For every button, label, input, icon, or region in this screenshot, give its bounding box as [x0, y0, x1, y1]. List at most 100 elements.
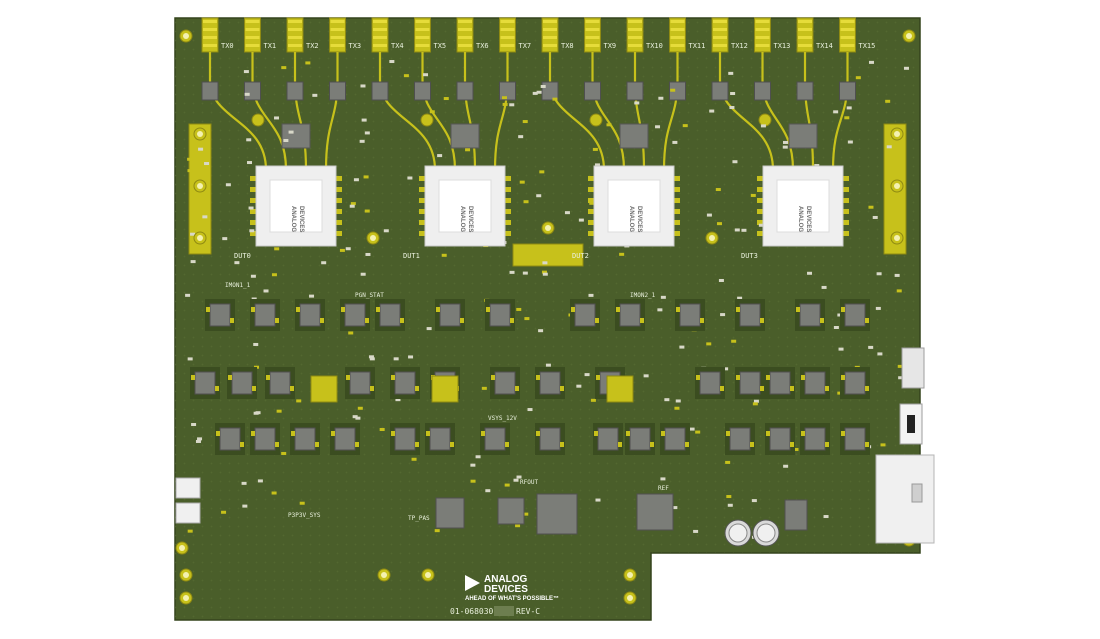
smd-part	[672, 140, 678, 144]
pad	[588, 198, 594, 203]
smd-part	[379, 427, 385, 431]
power-ic	[769, 427, 791, 451]
smd-part	[191, 423, 197, 427]
mounting-hole-center	[425, 572, 431, 578]
tx-port-label: TX6	[476, 42, 489, 50]
mounting-hole-center	[179, 545, 185, 551]
pad	[250, 231, 256, 236]
tx-port-label: TX0	[221, 42, 234, 50]
smd-part	[715, 188, 721, 192]
power-ic-pad	[315, 442, 319, 447]
mounting-hole-center	[197, 235, 203, 241]
pad	[757, 209, 763, 214]
dut-die-lid	[607, 179, 661, 233]
power-ic-pad	[685, 442, 689, 447]
sma-thread	[543, 44, 557, 47]
power-ic-pad	[536, 375, 540, 380]
smd-part	[536, 194, 542, 198]
sma-thread	[245, 36, 260, 39]
smd-part	[253, 342, 259, 346]
power-ic	[379, 303, 401, 327]
smd-part	[877, 352, 883, 356]
pad	[419, 198, 425, 203]
power-ic	[539, 371, 561, 395]
smd-part	[364, 209, 370, 213]
sma-thread	[458, 28, 472, 31]
smd-part	[504, 483, 510, 487]
sma-thread	[755, 28, 770, 31]
sma-thread	[543, 36, 557, 39]
power-ic-pad	[571, 307, 575, 312]
pad	[419, 231, 425, 236]
part-revision: REV-C	[516, 607, 540, 616]
tx-port-label: TX10	[646, 42, 663, 50]
power-ic	[539, 427, 561, 451]
smd-part	[750, 193, 756, 197]
smd-part	[403, 74, 409, 78]
sma-thread	[458, 36, 472, 39]
power-ic-pad	[436, 307, 440, 312]
pad	[419, 209, 425, 214]
power-ic-pad	[391, 431, 395, 436]
smd-part	[522, 120, 528, 124]
power-ic	[429, 427, 451, 451]
smd-part	[187, 169, 193, 173]
smd-part	[872, 215, 878, 219]
power-ic	[664, 427, 686, 451]
smd-part	[345, 247, 351, 251]
smd-part	[187, 357, 193, 361]
smd-part	[395, 398, 401, 402]
power-ic-pad	[596, 375, 600, 380]
smd-part	[868, 345, 874, 349]
mounting-hole-center	[197, 183, 203, 189]
smd-part	[732, 160, 738, 164]
silk-label: P3P3V_SYS	[288, 512, 321, 519]
tx-port-label: TX1	[264, 42, 277, 50]
sma-thread	[713, 28, 727, 31]
power-ic-pad	[736, 307, 740, 312]
smd-part	[670, 88, 676, 92]
mounting-hole-center	[370, 235, 376, 241]
header-connector	[901, 347, 925, 389]
smd-part	[369, 357, 375, 361]
tx-port-label: TX14	[816, 42, 833, 50]
smd-part	[679, 345, 685, 349]
smd-part	[844, 116, 850, 120]
power-ic-pad	[400, 318, 404, 323]
smd-part	[606, 123, 612, 127]
smd-part	[868, 205, 874, 209]
smd-part	[552, 258, 558, 262]
sma-thread	[840, 28, 855, 31]
silk-label: TP_PAS	[408, 515, 430, 522]
smd-part	[352, 415, 358, 419]
sma-thread	[585, 36, 600, 39]
power-ic-pad	[228, 375, 232, 380]
sma-thread	[670, 36, 685, 39]
pad	[588, 176, 594, 181]
sma-thread	[330, 44, 345, 47]
amp-ic	[839, 81, 856, 101]
power-ic-pad	[736, 375, 740, 380]
mounting-hole-center	[894, 131, 900, 137]
pad	[588, 187, 594, 192]
sma-thread	[203, 20, 217, 23]
amp-ic	[329, 81, 346, 101]
smd-part	[350, 202, 356, 206]
dut-die-lid	[269, 179, 323, 233]
sma-thread	[373, 20, 387, 23]
mounting-hole-center	[709, 235, 715, 241]
dut-label: DUT1	[403, 252, 420, 260]
smd-part	[407, 176, 413, 180]
mounting-hole-center	[183, 572, 189, 578]
sma-thread	[415, 44, 430, 47]
smd-part	[522, 271, 528, 275]
smd-part	[234, 261, 240, 265]
dut-die-lid	[776, 179, 830, 233]
mounting-hole-center	[894, 235, 900, 241]
pad	[843, 198, 849, 203]
smd-part	[423, 73, 429, 77]
smd-part	[793, 447, 799, 451]
smd-part	[664, 398, 670, 402]
mounting-hole-center	[627, 572, 633, 578]
